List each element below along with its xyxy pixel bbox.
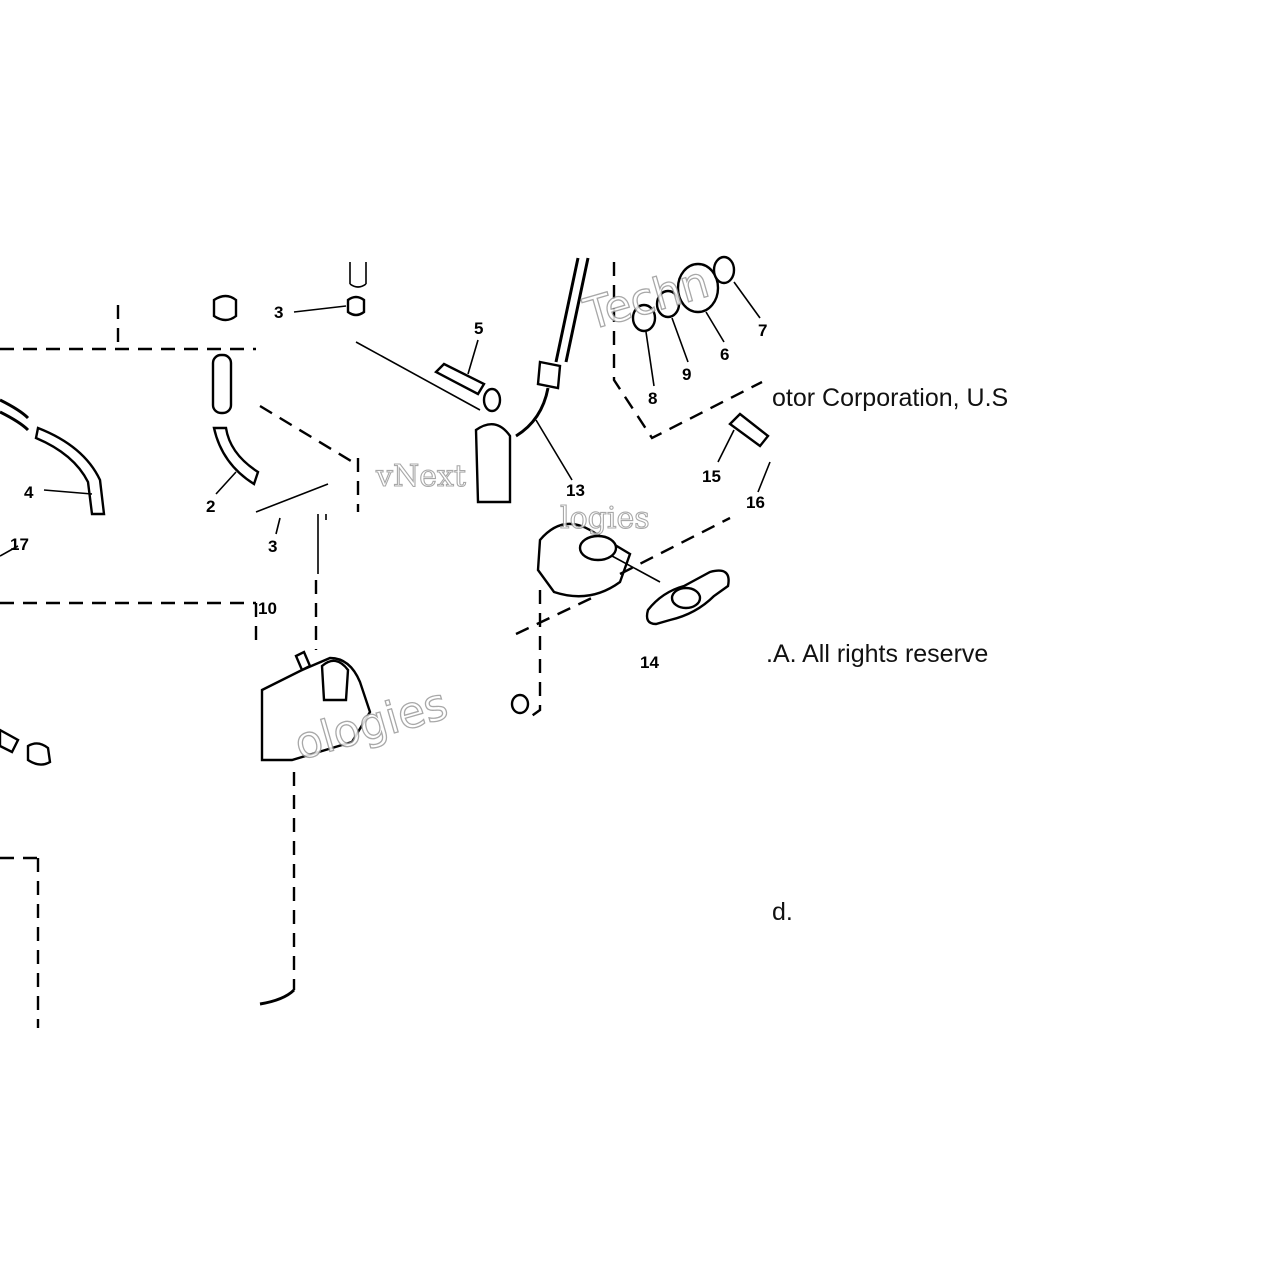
callout-9: 9 [682,365,691,384]
washer-part [482,387,502,413]
copyright-line-2: .A. All rights reserve [766,640,989,668]
callout-8: 8 [648,389,657,408]
washer-part [655,289,681,319]
port-part [578,534,618,562]
callout-14: 14 [640,653,659,672]
diagram-tile-middle-left: 17 [0,535,258,766]
watermark-text: logies [560,501,650,536]
diagram-tile-lower [0,772,296,1028]
diaphragm-part [320,659,350,702]
leader-line [255,483,329,513]
nozzle-part [294,650,312,672]
cable-end-part [536,360,562,390]
callout-2: 2 [206,497,215,516]
fuel-hose-part [0,398,30,432]
cable-part [515,387,550,438]
leader-line [717,429,735,463]
callout-16: 16 [746,493,765,512]
copyright-line-1: otor Corporation, U.S [772,384,1009,412]
leader-line [671,317,689,363]
frame-dash-line [515,516,731,721]
leader-line [645,331,655,387]
collar-part [346,295,366,317]
plate-part [676,262,720,314]
clip-part [349,262,367,288]
diagram-tile-upper-left: 4 2 [0,294,260,516]
hose-part [317,514,327,574]
leader-line [705,311,725,343]
washer-part [712,255,736,285]
leader-line [293,305,347,313]
frame-line [259,988,296,1006]
collar-part [212,294,238,322]
routing-line [355,341,481,411]
diagram-tile-center: 3 10 ologies [258,514,454,771]
leader-line [611,555,661,583]
leader-line [467,339,479,375]
diagram-tile-upper-right: 13 8 9 6 7 15 16 Techn [515,255,771,512]
leader-line [43,489,93,495]
callout-17: 17 [10,535,29,554]
nut-part [631,303,657,333]
fuel-hose-part [34,426,106,516]
fuel-hose-part [0,728,20,754]
diagram-tile-middle-right: 14 logies [510,500,731,721]
fuel-hose-part [212,426,260,486]
frame-dash-line [259,404,357,466]
watermark-text: vNext [375,459,466,494]
callout-15: 15 [702,467,721,486]
gasket-hole [670,586,702,610]
callout-5: 5 [474,319,483,338]
leader-line [535,419,573,481]
callout-7: 7 [758,321,767,340]
leader-line [275,517,281,535]
copyright-line-3: d. [772,898,793,926]
leader-line [733,281,761,319]
frame-dash-line [612,262,763,440]
clamp-part [26,742,52,766]
callout-3b: 3 [268,537,277,556]
leader-line [215,471,237,495]
leader-line [757,461,771,493]
cable-part [554,257,590,363]
bolt-part [433,362,486,396]
callout-4: 4 [24,483,34,502]
callout-6: 6 [720,345,729,364]
bolt-head-part [510,693,530,715]
fuel-pump-body-part [474,423,512,504]
callout-13: 13 [566,481,585,500]
callout-3a: 3 [274,303,283,322]
diagram-tile-upper-middle: 3 5 vNext [255,262,512,513]
bolt-part [728,412,770,448]
leader-line [0,545,19,557]
callout-10: 10 [258,599,277,618]
hose-joint-part [211,353,233,415]
